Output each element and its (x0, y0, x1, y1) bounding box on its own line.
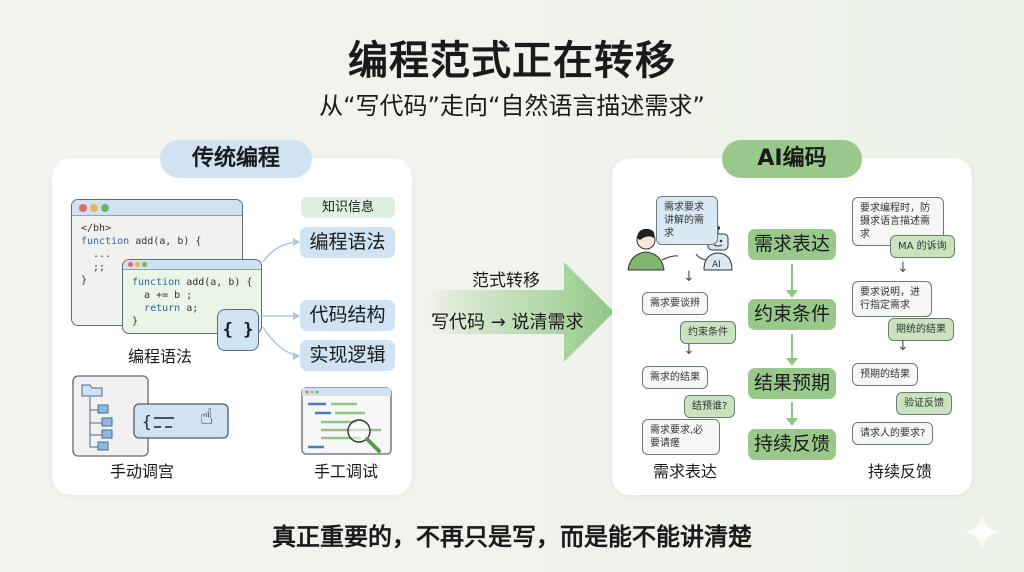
paradigm-shift-arrow (428, 262, 614, 362)
footer-statement: 真正重要的，不再只是写，而是能不能讲清楚 (272, 523, 752, 551)
chat-bubble: 需求的结果 (642, 366, 708, 389)
svg-text:{: { (142, 412, 152, 431)
pointing-hand-icon: ☝ (200, 405, 214, 430)
folder-tree-icon: { (72, 375, 229, 457)
connector-arrows (260, 238, 300, 360)
requirement-caption: 需求表达 (652, 462, 717, 481)
code-caption: 编程语法 (127, 347, 192, 366)
manual-debug-caption: 手工调试 (313, 462, 378, 481)
person-and-robot-icon: AI (627, 226, 733, 271)
chat-bubble: 预期的结果 (852, 363, 918, 386)
chat-bubble: 约束条件 (680, 321, 736, 344)
down-arrow-icon: ↓ (683, 269, 695, 285)
window-dots-icon (72, 200, 242, 216)
debug-magnifier-icon (301, 387, 392, 455)
page-subtitle: 从“写代码”走向“自然语言描述需求” (319, 92, 705, 120)
chat-bubble: 验证反馈 (896, 392, 952, 415)
sparkle-icon (964, 514, 1000, 550)
chat-bubble: 要求说明，进行指定需求 (852, 281, 932, 317)
flow-step-feedback: 持续反馈 (748, 429, 836, 460)
knowledge-item-logic: 实现逻辑 (300, 340, 395, 371)
traditional-programming-title: 传统编程 (160, 140, 312, 178)
paradigm-shift-title: 范式转移 (472, 271, 540, 291)
flow-step-constraint: 约束条件 (748, 299, 836, 330)
flow-step-requirement: 需求表达 (748, 229, 836, 260)
chat-bubble: 需求要求,必要请瘥 (642, 419, 720, 455)
window-dots-icon (123, 260, 261, 270)
manual-tune-caption: 手动调宫 (109, 462, 174, 481)
chat-bubble: 期统的结果 (888, 318, 954, 341)
code-back-content: </bh> function add(a, b) { ... ;; } (81, 223, 202, 286)
knowledge-tag: 知识信息 (301, 197, 395, 218)
down-arrow-icon: ↓ (683, 342, 695, 358)
knowledge-item-syntax: 编程语法 (300, 227, 395, 258)
knowledge-item-structure: 代码结构 (300, 300, 395, 331)
down-arrow-icon: ↓ (897, 260, 909, 276)
chat-bubble: 请求人的要求? (852, 422, 934, 445)
code-front-content: function add(a, b) { a += b ; return a; … (132, 277, 253, 327)
braces-icon: { } (217, 309, 259, 351)
down-arrow-icon: ↓ (897, 338, 909, 354)
chat-bubble: MA 的诉询 (890, 235, 955, 258)
chat-bubble: 结预谁? (684, 395, 736, 418)
feedback-caption: 持续反馈 (867, 462, 932, 481)
chat-bubble: 需求要谈辨 (642, 292, 708, 315)
page-title: 编程范式正在转移 (348, 38, 676, 84)
flow-step-expectation: 结果预期 (748, 368, 836, 399)
ai-coding-title: AI编码 (722, 140, 862, 178)
chat-bubble: 需求要求讲解的需求 (656, 196, 718, 245)
svg-text:AI: AI (712, 260, 721, 270)
paradigm-shift-subtitle: 写代码 → 说清需求 (431, 312, 584, 333)
flow-arrows (786, 264, 798, 426)
